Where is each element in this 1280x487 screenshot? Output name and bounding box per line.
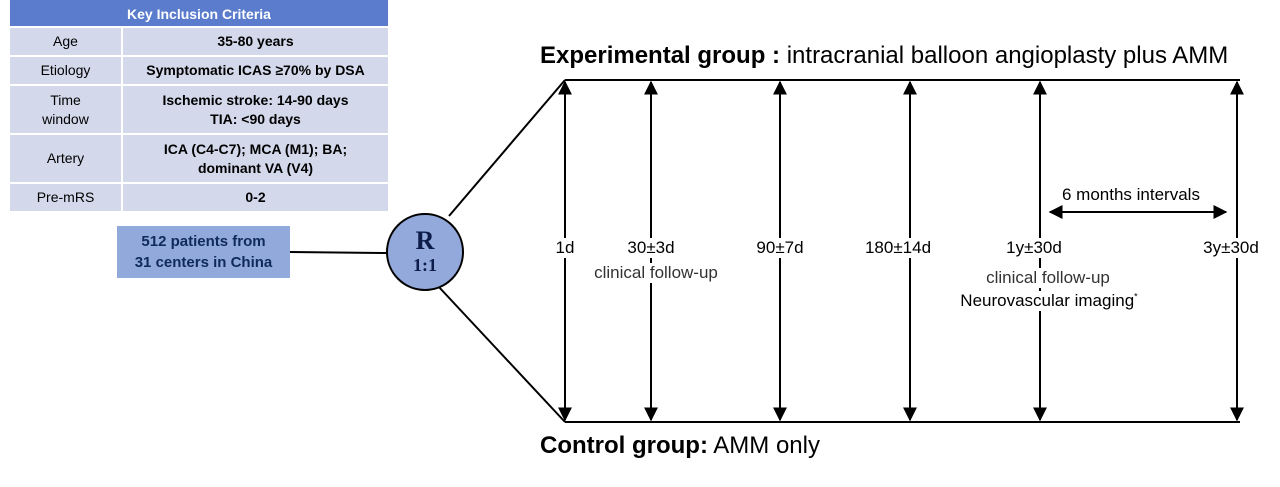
criteria-value: Symptomatic ICAS ≥70% by DSA [123,57,388,84]
criteria-row-artery: Artery ICA (C4-C7); MCA (M1); BA; domina… [10,135,388,182]
criteria-row-pre-mrs: Pre-mRS 0-2 [10,184,388,211]
imaging-footnote-mark: * [1134,291,1138,302]
criteria-label: Pre-mRS [10,184,123,211]
randomization-letter: R [415,226,435,255]
branch-lower [437,285,566,423]
criteria-label: Artery [10,135,123,182]
neurovascular-imaging: Neurovascular imaging* [951,291,1147,311]
patients-line-2: 31 centers in China [134,254,273,271]
criteria-row-age: Age 35-80 years [10,28,388,55]
clinical-followup-1y: clinical follow-up [980,268,1116,288]
experimental-group-description: intracranial balloon angioplasty plus AM… [786,42,1229,69]
criteria-row-etiology: Etiology Symptomatic ICAS ≥70% by DSA [10,57,388,84]
randomization-circle: R 1:1 [386,213,464,291]
criteria-value: Ischemic stroke: 14-90 days TIA: <90 day… [123,86,388,133]
imaging-label: Neurovascular imaging [960,291,1135,310]
criteria-value: 0-2 [123,184,388,211]
inclusion-criteria-table: Key Inclusion Criteria Age 35-80 years E… [10,0,388,213]
criteria-title: Key Inclusion Criteria [10,0,388,26]
timepoint-1y: 1y±30d [998,238,1070,258]
control-group-label: Control group: [540,432,708,459]
timepoint-1d: 1d [547,238,583,258]
experimental-group-title: Experimental group : intracranial balloo… [540,42,1228,70]
criteria-value: 35-80 years [123,28,388,55]
timepoint-3y: 3y±30d [1195,238,1267,258]
patients-line-1: 512 patients from [141,233,266,250]
interval-label: 6 months intervals [1062,185,1200,204]
timepoint-90d: 90±7d [745,238,815,258]
control-group-title: Control group: AMM only [540,432,820,460]
branch-upper [448,79,566,217]
randomization-ratio: 1:1 [413,255,437,275]
timepoint-180d: 180±14d [858,238,938,258]
criteria-label: Etiology [10,57,123,84]
criteria-label: Time window [10,86,123,133]
criteria-row-time-window: Time window Ischemic stroke: 14-90 days … [10,86,388,133]
clinical-followup-30d: clinical follow-up [589,263,723,283]
criteria-value: ICA (C4-C7); MCA (M1); BA; dominant VA (… [123,135,388,182]
patients-box: 512 patients from 31 centers in China [117,226,290,278]
timepoint-30d: 30±3d [616,238,686,258]
control-group-description: AMM only [713,432,820,459]
connector-patients-to-r [289,251,387,254]
experimental-group-label: Experimental group : [540,42,781,69]
criteria-label: Age [10,28,123,55]
